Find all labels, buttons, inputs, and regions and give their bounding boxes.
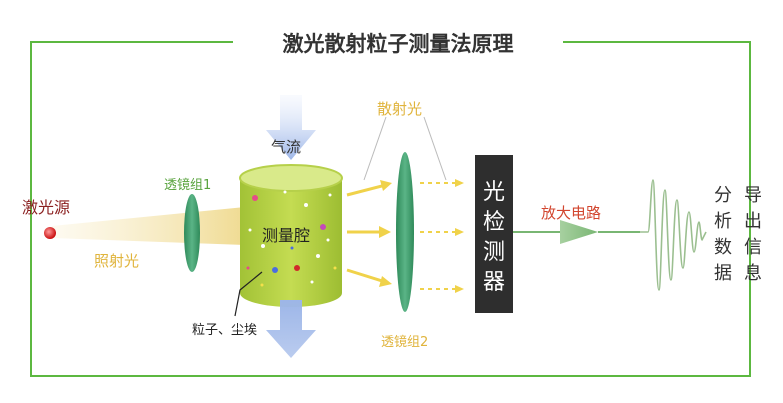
- photodetector-char: 光: [482, 180, 505, 205]
- photodetector-char: 检: [482, 210, 505, 235]
- photodetector-char: 器: [482, 270, 505, 295]
- laser-source-dot: [44, 227, 56, 239]
- measurement-chamber-label: 测量腔: [262, 226, 311, 245]
- photodetector-char: 测: [482, 240, 505, 265]
- scattered-light-pointers: [363, 116, 447, 181]
- data-analysis-output: 分 导 析 出 数 信 据 息: [708, 184, 768, 286]
- particles: [246, 190, 337, 287]
- illumination-beam: [52, 207, 245, 245]
- outer-frame: [30, 41, 751, 377]
- analysis-char: 数: [714, 237, 732, 258]
- photodetector-label: 光检测器: [476, 178, 512, 298]
- illumination-light-label: 照射光: [94, 252, 140, 270]
- particles-dust-label: 粒子、尘埃: [192, 323, 258, 338]
- lens-group-1-label: 透镜组1: [164, 178, 212, 193]
- particle-pointer-line: [234, 271, 263, 317]
- analysis-char: 信: [744, 237, 762, 258]
- lens-group-2-label: 透镜组2: [381, 335, 429, 350]
- analysis-char: 分: [714, 185, 732, 206]
- laser-source-label: 激光源: [22, 198, 71, 217]
- scattered-light-label: 散射光: [377, 100, 423, 118]
- amplifier-symbol: [513, 220, 640, 244]
- diagram-title: 激光散射粒子测量法原理: [233, 28, 563, 58]
- scattered-light-arrows: [346, 180, 392, 287]
- focused-light-arrows: [420, 179, 464, 293]
- lens-group-2: [396, 152, 414, 312]
- analysis-char: 导: [744, 185, 762, 206]
- airflow-label: 气流: [271, 138, 302, 156]
- photodetector-box: [475, 155, 513, 313]
- analysis-char: 出: [744, 211, 762, 232]
- lens-group-1: [184, 194, 200, 272]
- analysis-char: 据: [714, 263, 732, 284]
- airflow-in-arrow: [266, 95, 316, 160]
- signal-waveform: [640, 179, 707, 291]
- measurement-chamber: [239, 164, 343, 307]
- amplifier-circuit-label: 放大电路: [541, 204, 602, 222]
- analysis-char: 息: [744, 263, 762, 284]
- analysis-char: 析: [714, 211, 732, 232]
- airflow-out-arrow: [266, 300, 316, 358]
